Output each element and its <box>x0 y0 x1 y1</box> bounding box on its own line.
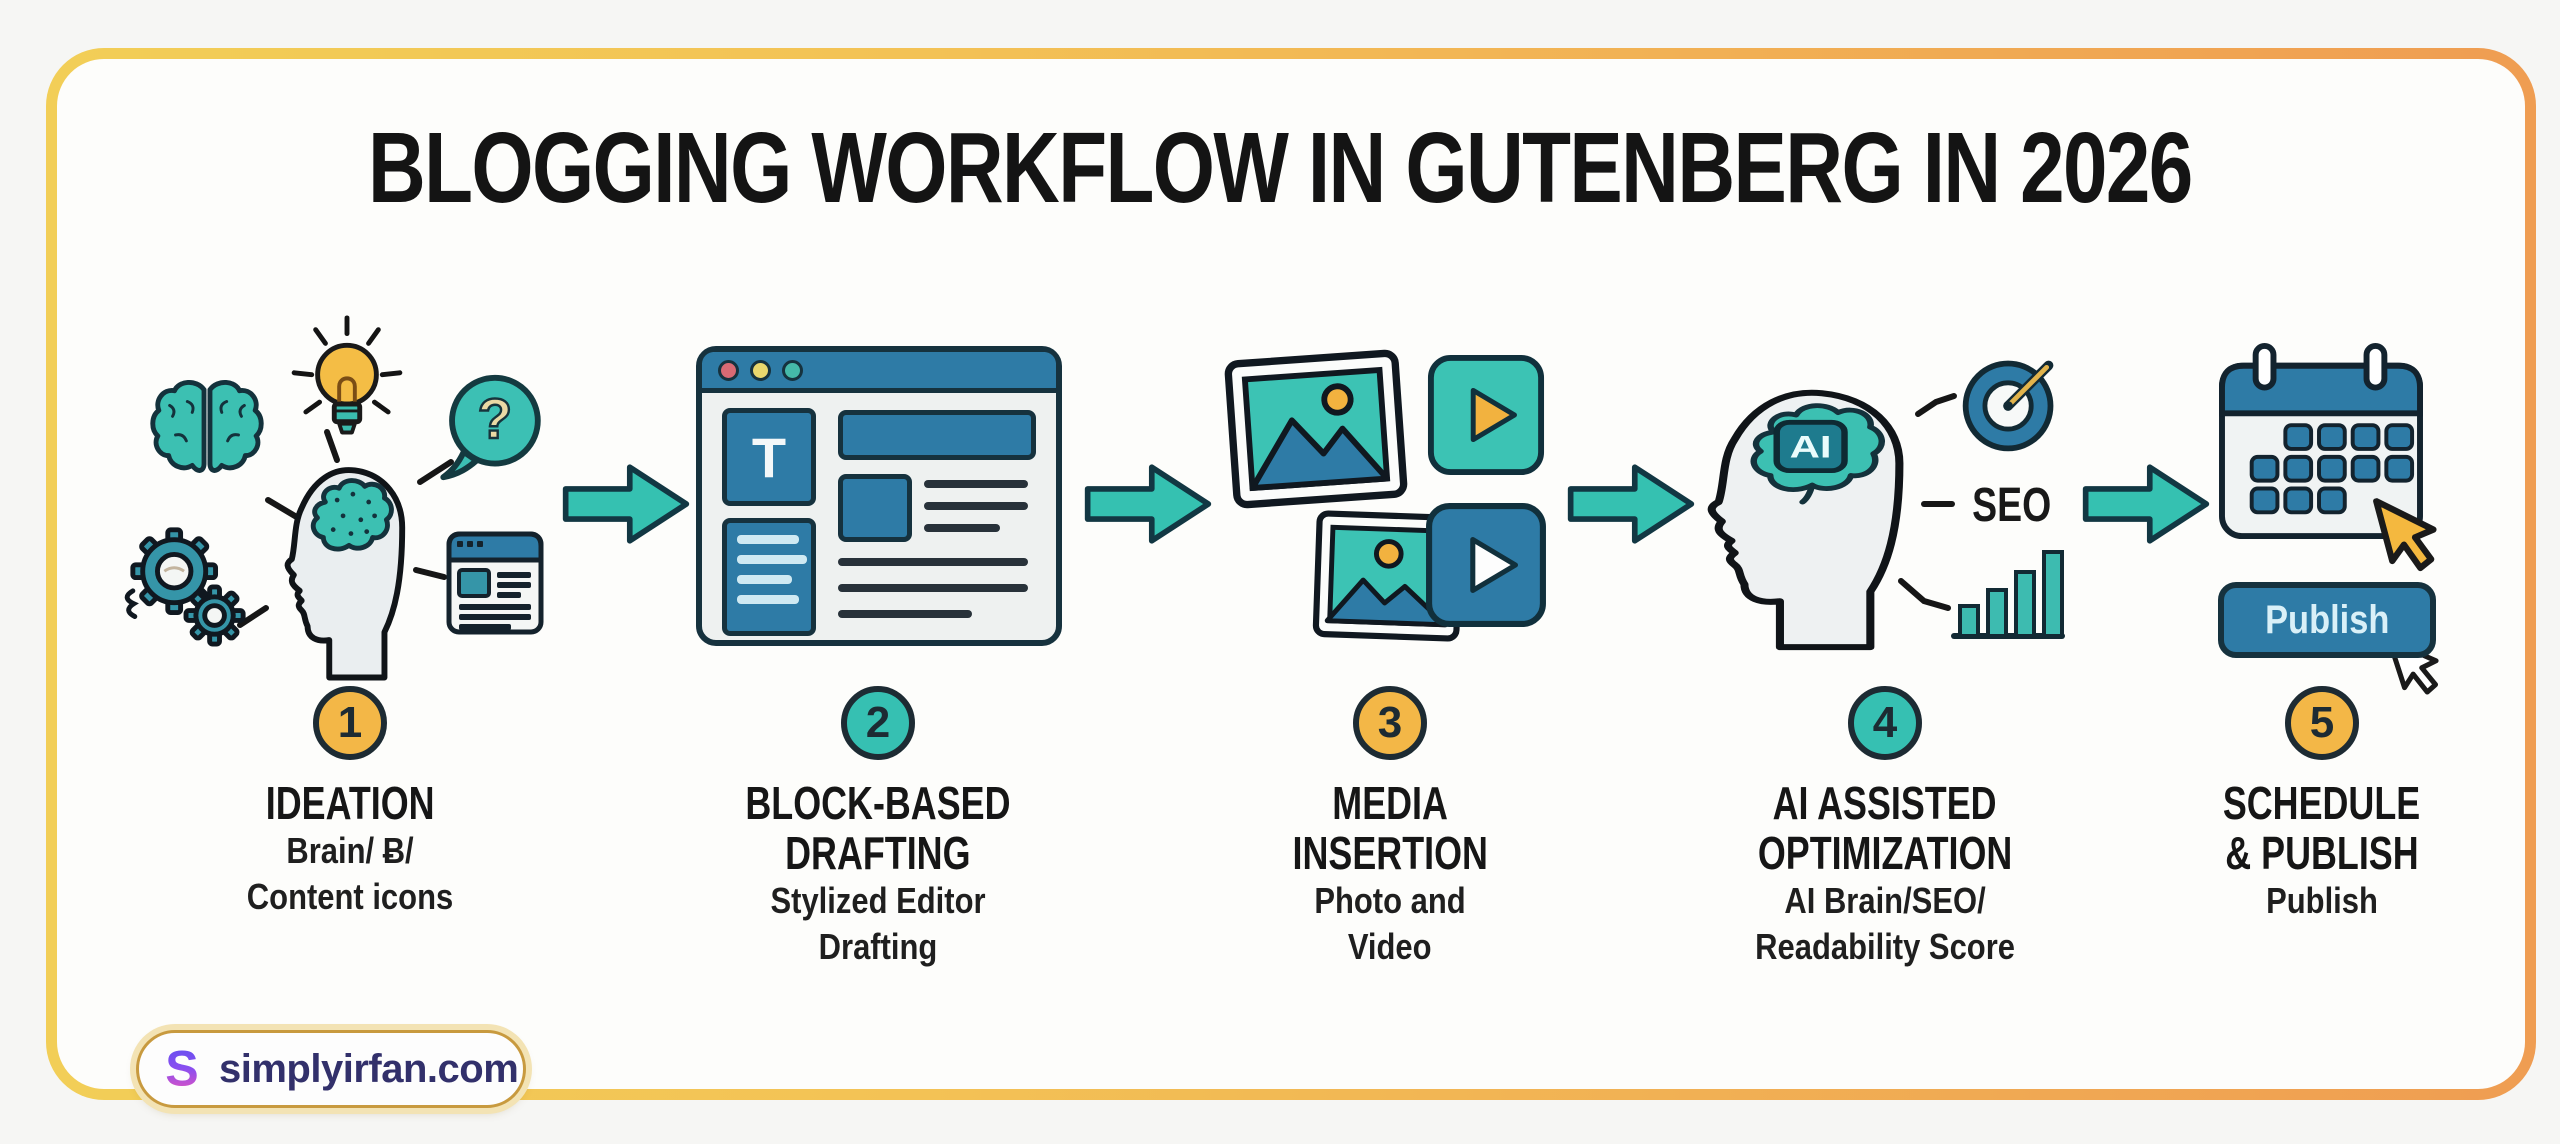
step3-title-line2: INSERTION <box>1292 827 1488 879</box>
step3-title-line1: MEDIA <box>1332 777 1448 829</box>
step1-subtitle-line1: Brain/ Ƀ/ <box>286 830 414 871</box>
editor-title-bar <box>702 352 1056 393</box>
cursor-icon-yellow <box>2373 498 2437 572</box>
ai-chip-label: AI <box>1790 429 1832 465</box>
step4-subtitle-line1: AI Brain/SEO/ <box>1784 880 1986 921</box>
idea-rays-connectors <box>237 429 454 628</box>
step5-label-block: SCHEDULE & PUBLISH Publish <box>2082 778 2560 924</box>
seo-label: SEO <box>1972 479 2052 532</box>
editor-text-line <box>924 502 1028 510</box>
step2-subtitle-line1: Stylized Editor <box>770 880 986 921</box>
step1-title-line1: IDEATION <box>265 777 435 829</box>
brain-icon <box>150 374 266 492</box>
question-mark-glyph: ? <box>478 387 513 450</box>
thinking-head-icon <box>284 467 406 681</box>
photo-icon <box>1224 349 1408 509</box>
editor-text-line <box>924 480 1028 488</box>
editor-text-line <box>924 524 1000 532</box>
gears-icon <box>124 527 246 647</box>
video-play-icon <box>1427 355 1545 475</box>
paragraph-block-tile <box>722 518 816 636</box>
step5-icon-cluster <box>2216 342 2439 695</box>
window-control-green-icon <box>782 359 803 381</box>
step1-label-block: IDEATION Brain/ Ƀ/ Content icons <box>110 778 590 920</box>
flow-arrow-3 <box>1567 464 1695 544</box>
logo-letter: S <box>165 1042 198 1096</box>
step1-subtitle-line2: Content icons <box>246 876 454 917</box>
step4-title-line1: AI ASSISTED <box>1773 777 1997 829</box>
step5-title-line1: SCHEDULE <box>2223 777 2421 829</box>
step4-subtitle-line2: Readability Score <box>1755 926 2015 967</box>
watermark-text: simplyirfan.com <box>219 1046 519 1091</box>
video-play-icon-2 <box>1426 503 1546 627</box>
step1-number-badge: 1 <box>313 686 387 760</box>
ai-connectors <box>1898 393 1957 611</box>
step4-label-block: AI ASSISTED OPTIMIZATION AI Brain/SEO/ R… <box>1645 778 2125 970</box>
step3-subtitle-line1: Photo and <box>1314 880 1466 921</box>
step2-title-line2: DRAFTING <box>785 827 971 879</box>
publish-button-illustration: Publish <box>2218 582 2436 658</box>
editor-text-line <box>838 584 1028 592</box>
step2-number-badge: 2 <box>841 686 915 760</box>
editor-heading-block <box>838 410 1036 460</box>
text-block-letter: T <box>751 425 787 489</box>
step3-subtitle-line2: Video <box>1348 926 1432 967</box>
step1-icon-cluster: ? <box>124 312 570 682</box>
window-control-yellow-icon <box>750 359 771 381</box>
watermark-badge: S simplyirfan.com <box>136 1030 526 1108</box>
text-block-tile: T <box>722 408 816 506</box>
step2-label-block: BLOCK-BASED DRAFTING Stylized Editor Dra… <box>638 778 1118 970</box>
step5-title-line2: & PUBLISH <box>2225 827 2419 879</box>
editor-image-block <box>838 474 912 542</box>
step3-number-badge: 3 <box>1353 686 1427 760</box>
step2-subtitle-line2: Drafting <box>818 926 938 967</box>
editor-text-line <box>838 610 972 618</box>
bar-chart-icon <box>1951 550 2065 639</box>
gauge-icon <box>1962 360 2054 452</box>
step2-editor-window: T <box>696 346 1062 646</box>
calendar-icon <box>2219 342 2423 540</box>
step5-number-badge: 5 <box>2285 686 2359 760</box>
step2-title-line1: BLOCK-BASED <box>745 777 1011 829</box>
page-title: BLOGGING WORKFLOW IN GUTENBERG IN 2026 <box>0 118 2560 218</box>
simplyirfan-logo-icon: S <box>165 1042 198 1096</box>
editor-text-line <box>838 558 1028 566</box>
lightbulb-icon <box>291 315 403 435</box>
step3-icon-cluster <box>1224 349 1558 642</box>
step5-subtitle-line1: Publish <box>2266 880 2378 921</box>
page-title-text: BLOGGING WORKFLOW IN GUTENBERG IN 2026 <box>368 112 2193 224</box>
flow-arrow-4 <box>2082 464 2210 544</box>
step4-icon-cluster: AI <box>1696 346 2088 654</box>
step3-label-block: MEDIA INSERTION Photo and Video <box>1150 778 1630 970</box>
ai-brain-head-icon: AI <box>1707 389 1904 651</box>
step4-number-badge: 4 <box>1848 686 1922 760</box>
question-bubble-icon: ? <box>440 374 541 481</box>
flow-arrow-2 <box>1084 464 1212 544</box>
window-control-red-icon <box>718 359 739 381</box>
flow-arrow-1 <box>562 464 690 544</box>
webpage-icon <box>446 531 544 635</box>
photo-icon-2 <box>1312 510 1464 642</box>
step4-title-line2: OPTIMIZATION <box>1757 827 2013 879</box>
